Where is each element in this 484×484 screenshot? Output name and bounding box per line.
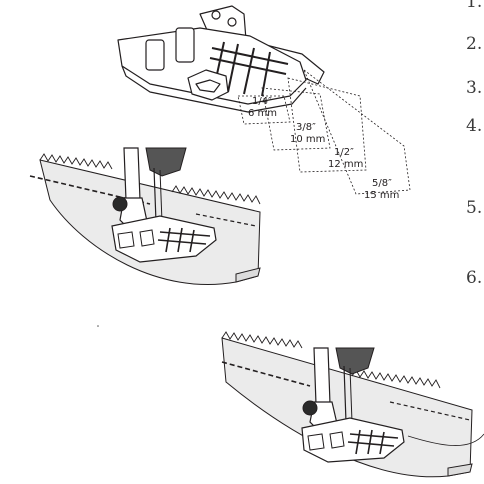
needle [343, 365, 347, 423]
step-number: 3. [466, 78, 483, 98]
shank-screw [211, 10, 221, 20]
step-number: 1. [466, 0, 483, 12]
fabric-lower-layer [447, 463, 473, 477]
ankle-screw [302, 400, 318, 416]
guide-label-mm: 15 mm [364, 190, 399, 201]
needle [159, 169, 163, 223]
presser-foot-sole [301, 417, 405, 463]
step-number: 4. [466, 116, 483, 136]
step-number: 6. [466, 268, 483, 288]
needle [349, 367, 353, 423]
foot-sole-edge [121, 65, 307, 113]
stitch-line [221, 361, 311, 387]
needle-bar [123, 147, 141, 201]
seam-guide-boxes [237, 68, 411, 195]
foot-toe [145, 39, 165, 71]
thread-guide-dark [145, 147, 187, 177]
stitch-line [195, 213, 257, 227]
serged-edge [171, 185, 261, 205]
foot-ruler-marks [209, 41, 289, 97]
thread-guide-dark [335, 347, 375, 375]
presser-foot-toes [117, 229, 155, 249]
needle-slot-inner [195, 79, 221, 93]
guide-label-mm: 6 mm [248, 108, 277, 119]
guide-label-inch: 1/2″ [334, 147, 354, 158]
serged-edge [351, 369, 441, 389]
step-number: 5. [466, 198, 483, 218]
guide-label-mm: 12 mm [328, 159, 363, 170]
serged-edge [221, 331, 303, 349]
presser-foot-diagram [117, 5, 325, 113]
sewing-illustration-2 [221, 331, 484, 478]
guide-label-inch: 3/8″ [296, 122, 316, 133]
stray-mark [97, 325, 99, 327]
guide-label-mm: 10 mm [290, 134, 325, 145]
fabric-lower-layer [235, 267, 261, 283]
foot-marks [347, 429, 399, 455]
shank-screw [227, 17, 237, 27]
sewing-illustration-1 [29, 147, 261, 286]
stitch-line [29, 175, 151, 205]
seam-guide-labels: 1/4″ 6 mm 3/8″ 10 mm 1/2″ 12 mm 5/8″ 15 … [248, 96, 399, 201]
thread-tail [407, 433, 484, 446]
ankle-screw [112, 196, 128, 212]
needle-slot [187, 69, 229, 101]
guide-label-inch: 1/4″ [252, 96, 272, 107]
foot-toe [175, 27, 195, 63]
presser-foot-toes [307, 431, 345, 451]
step-number: 2. [466, 34, 483, 54]
foot-marks [157, 227, 211, 253]
needle [153, 167, 157, 223]
needle-bar [313, 347, 331, 405]
serged-edge [39, 153, 113, 170]
foot-sole [117, 27, 307, 105]
guide-label-inch: 5/8″ [372, 178, 392, 189]
